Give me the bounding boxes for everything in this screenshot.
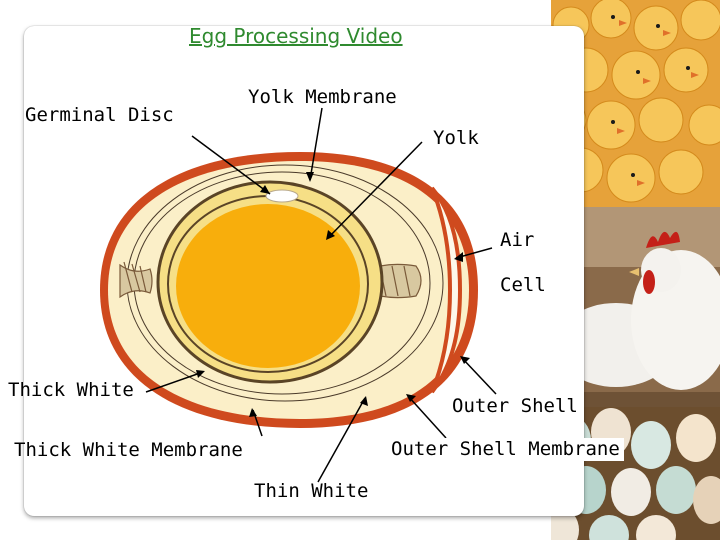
egg-processing-video-link[interactable]: Egg Processing Video	[189, 24, 403, 48]
chalaza-left	[119, 261, 153, 299]
label-thick-white: Thick White	[8, 379, 134, 401]
label-outer-shell: Outer Shell	[448, 395, 582, 418]
egg-cross-section	[100, 152, 478, 428]
arrow-heads	[196, 172, 470, 417]
germinal-disc	[265, 189, 299, 203]
label-yolk: Yolk	[433, 127, 479, 149]
label-thick-white-membrane: Thick White Membrane	[14, 439, 243, 461]
label-yolk-membrane: Yolk Membrane	[248, 86, 397, 108]
label-air: Air	[496, 229, 539, 252]
yolk-core	[176, 204, 360, 368]
label-cell: Cell	[496, 274, 550, 297]
label-thin-white: Thin White	[254, 480, 369, 502]
label-germinal-disc: Germinal Disc	[25, 104, 174, 126]
label-outer-shell-membrane: Outer Shell Membrane	[387, 438, 624, 461]
